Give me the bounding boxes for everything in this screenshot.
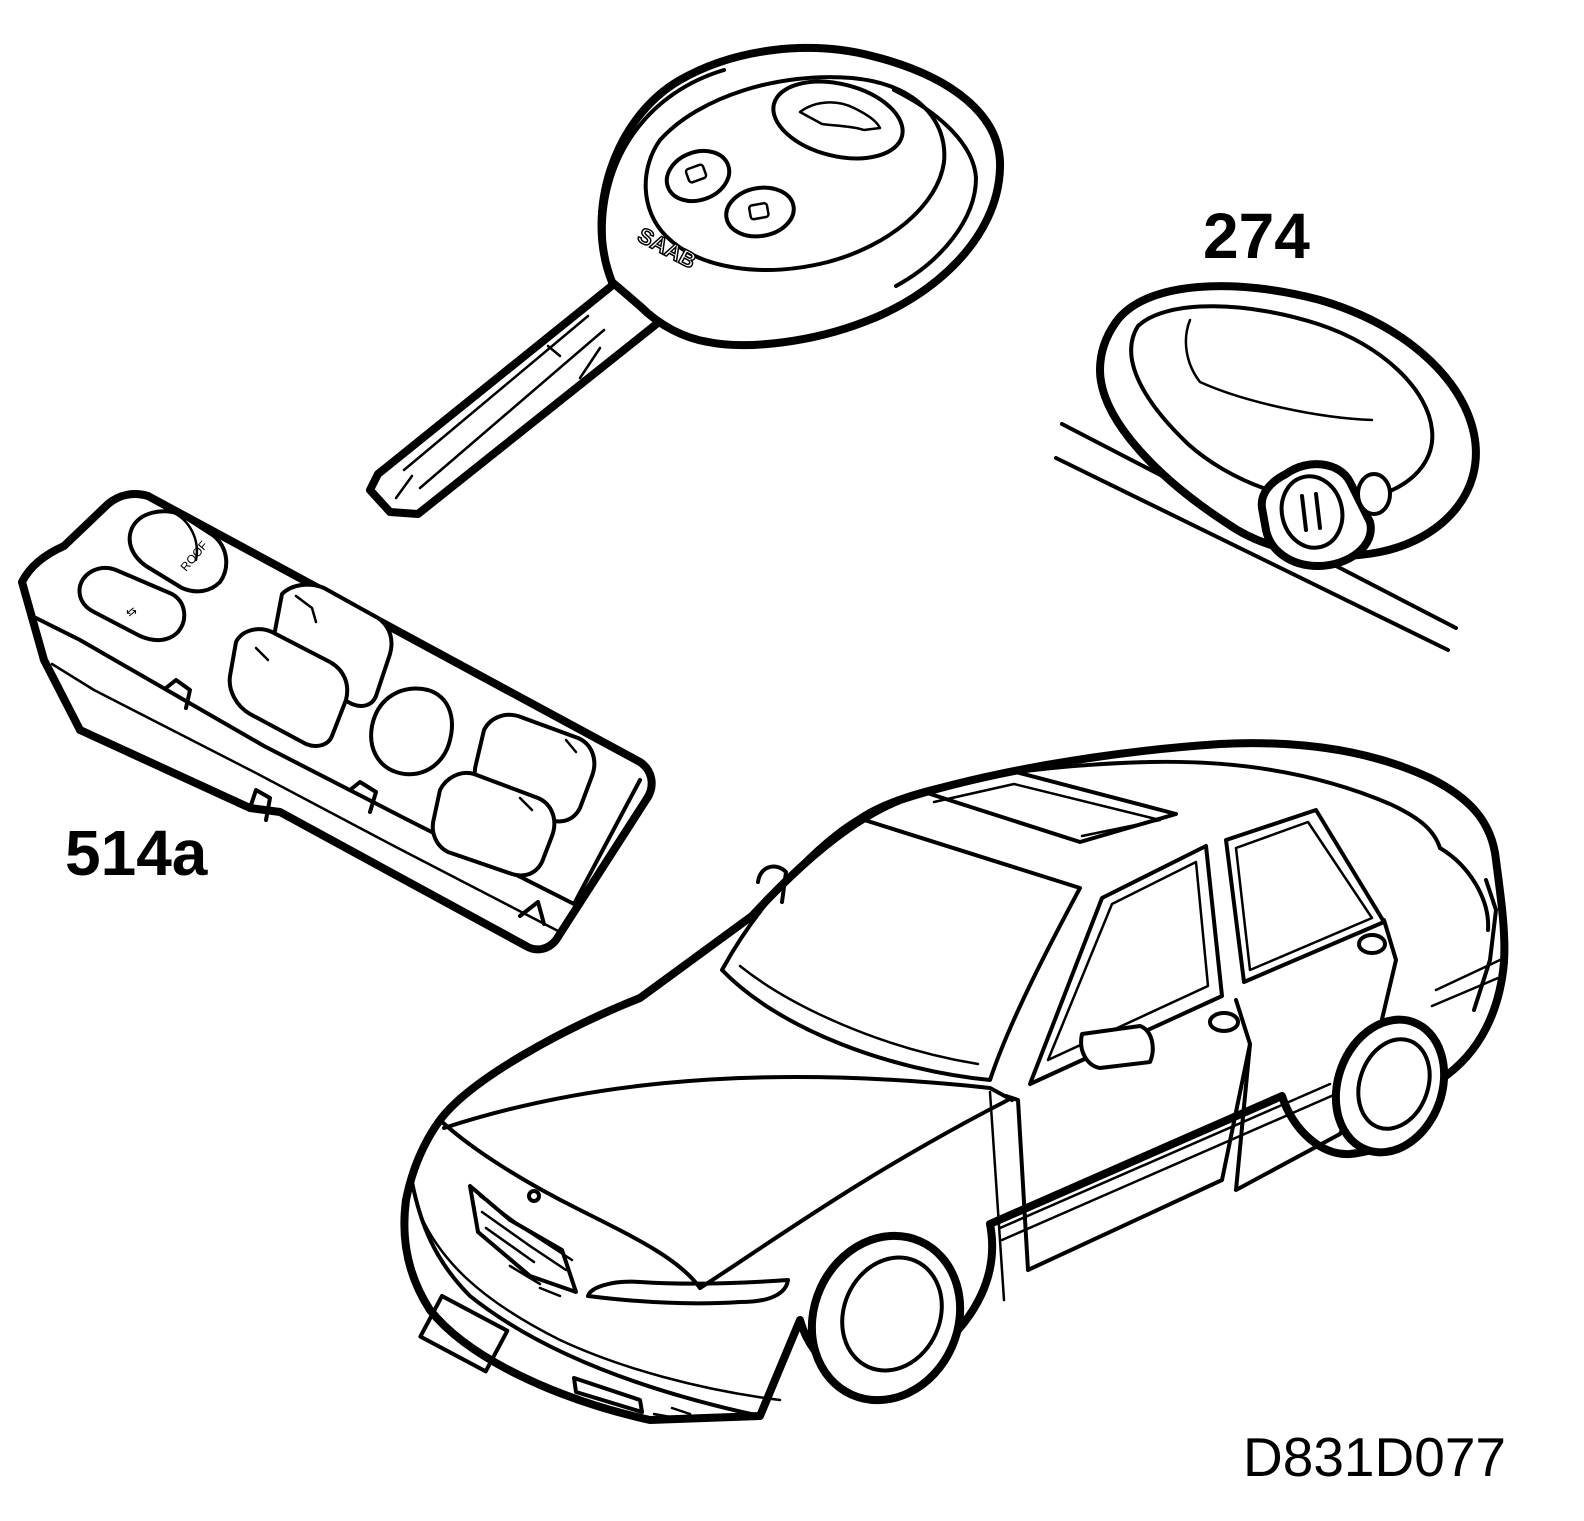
window-switch-panel: ⇆ ROOF bbox=[18, 490, 656, 954]
front-right-window-switch[interactable] bbox=[227, 627, 350, 748]
figure-reference-code: D831D077 bbox=[1243, 1426, 1506, 1488]
front-door-outline bbox=[1004, 998, 1252, 1272]
hood-edge bbox=[438, 1118, 702, 1290]
unlock-button[interactable] bbox=[660, 143, 737, 210]
child-lock-button[interactable] bbox=[369, 686, 454, 777]
part-number-514a: 514a bbox=[65, 817, 208, 889]
lock-icon bbox=[747, 201, 770, 221]
key-blade bbox=[366, 280, 668, 518]
trunk-button[interactable] bbox=[765, 69, 910, 171]
remote-key-fob: SAAB bbox=[366, 44, 1005, 518]
fog-light bbox=[572, 1376, 644, 1414]
car-illustration bbox=[400, 739, 1509, 1424]
sunroof bbox=[922, 770, 1178, 844]
side-mirror bbox=[1079, 1024, 1155, 1070]
lock-cylinder bbox=[1257, 460, 1392, 570]
rear-right-window-switch[interactable] bbox=[430, 771, 557, 878]
part-number-274: 274 bbox=[1203, 200, 1310, 272]
lock-button[interactable] bbox=[722, 182, 797, 241]
lock-switch[interactable] bbox=[77, 566, 187, 643]
unlock-icon bbox=[684, 163, 708, 184]
license-plate bbox=[418, 1294, 510, 1374]
door-handle-assembly bbox=[1054, 282, 1480, 652]
rear-door-handle bbox=[1357, 933, 1387, 955]
hood-badge bbox=[527, 1189, 541, 1203]
trunk-icon bbox=[798, 101, 882, 132]
handle-recess bbox=[1129, 304, 1435, 504]
car-roof bbox=[856, 759, 1442, 850]
roof-switch[interactable] bbox=[127, 509, 229, 594]
headlight bbox=[586, 1278, 790, 1306]
grille bbox=[468, 1184, 578, 1294]
windshield bbox=[720, 816, 1082, 1082]
rear-wheel bbox=[1331, 1015, 1449, 1157]
front-wheel bbox=[807, 1231, 965, 1405]
key-button-pad bbox=[643, 75, 947, 272]
front-door-handle bbox=[1208, 1011, 1240, 1033]
front-bumper bbox=[410, 1180, 762, 1418]
front-side-window bbox=[1028, 844, 1224, 1086]
